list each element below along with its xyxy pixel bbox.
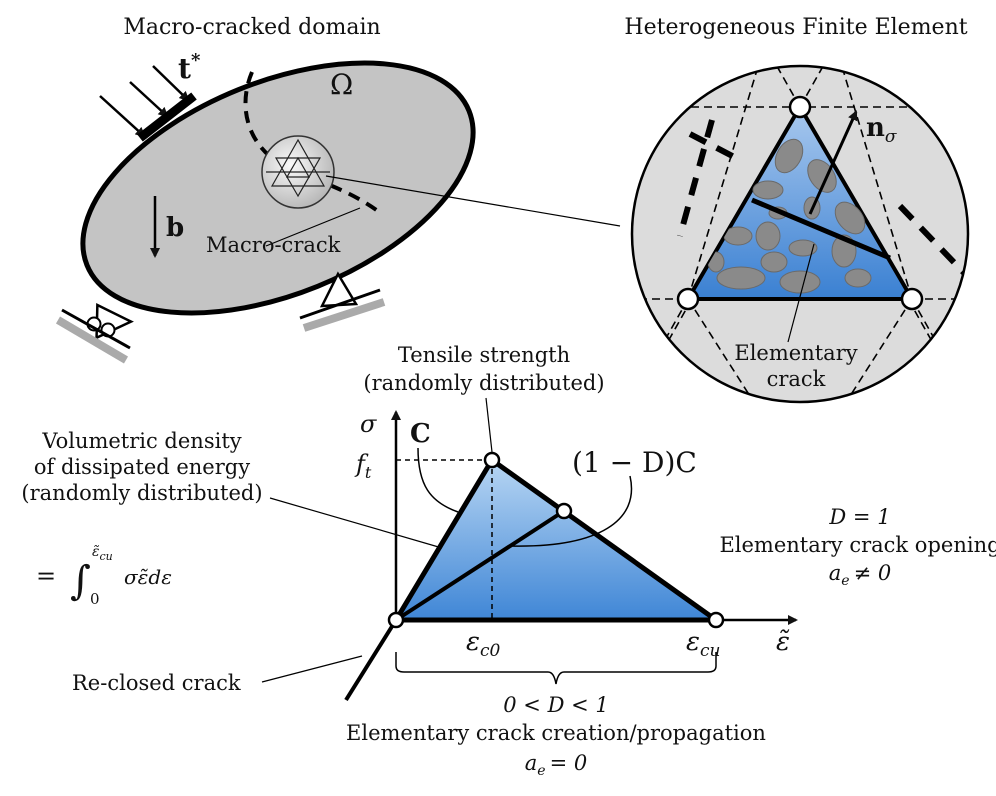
crack-pointer: [265, 207, 361, 247]
elementary-crack-label-2: crack: [767, 367, 826, 391]
inclusions: [707, 138, 872, 294]
roller-support: [55, 303, 134, 364]
integral-upper-limit: ε̃cu: [92, 544, 113, 563]
hfe-title: Heterogeneous Finite Element: [624, 15, 967, 40]
opening-text-label: Elementary crack opening: [719, 533, 996, 557]
range-label: 0 < D < 1: [503, 693, 608, 717]
reclosed-pointer: [261, 655, 363, 683]
traction-label: t*: [178, 50, 201, 85]
integrand: σε̃dε: [124, 565, 172, 589]
eps-c0-label: εc0: [466, 627, 500, 661]
sigma-axis-label: σ: [360, 410, 377, 438]
domain-symbol: Ω: [330, 68, 353, 101]
hfe-macro-crack: [677, 119, 968, 303]
normal-label: nσ: [866, 113, 897, 147]
damaged-stiffness-label: (1 − D)C: [572, 446, 697, 479]
reclosed-line: [344, 618, 398, 702]
creation-text-label: Elementary crack creation/propagation: [346, 721, 766, 745]
body-force-label: b: [166, 213, 184, 243]
tensile-strength-label-2: (randomly distributed): [363, 371, 604, 395]
energy-integral: = ∫ ε̃cu 0 σε̃dε: [36, 544, 172, 608]
normal-vector: [808, 110, 858, 215]
integral-sign: ∫: [70, 558, 91, 604]
elementary-crack-pointer: [787, 243, 815, 343]
damaged-stiffness-arc: [509, 475, 633, 547]
energy-label-2: of dissipated energy: [34, 455, 250, 479]
energy-label-3: (randomly distributed): [21, 481, 262, 505]
reclosed-crack-label: Re-closed crack: [72, 671, 241, 695]
macro-domain: t* Ω b Macro-crack: [55, 50, 621, 364]
elementary-crack-label-1: Elementary: [734, 341, 857, 365]
traction-arrows: [99, 65, 197, 142]
element-nodes: [676, 95, 924, 311]
integral-equals: =: [36, 562, 56, 590]
macro-crack-path: [243, 71, 384, 216]
eps-axis-label: ε̃: [776, 627, 790, 657]
creation-ae-label: ae= 0: [525, 751, 587, 779]
energy-label-1: Volumetric density: [41, 429, 241, 453]
zoom-circle: [261, 135, 335, 209]
macro-domain-title: Macro-cracked domain: [123, 15, 380, 40]
macro-crack-label: Macro-crack: [206, 233, 341, 257]
softening-law: [393, 457, 719, 623]
ft-label: ft: [354, 450, 372, 482]
hfe-panel: nσ Elementary crack: [630, 64, 970, 404]
stiffness-arc: [417, 447, 459, 513]
constitutive-law: [261, 397, 798, 702]
opening-d-label: D = 1: [828, 505, 890, 529]
tensile-pointer: [485, 397, 493, 453]
unloading-line: [394, 509, 566, 622]
energy-pointer: [269, 497, 443, 549]
law-nodes: [387, 451, 725, 629]
eps-cu-label: εcu: [686, 627, 720, 661]
integral-lower-limit: 0: [90, 590, 100, 608]
range-brace: [395, 652, 717, 685]
stiffness-label: C: [410, 419, 431, 449]
zoom-connector: [325, 175, 621, 227]
opening-ae-label: ae≠ 0: [829, 561, 891, 589]
elementary-crack-line: [751, 197, 891, 261]
pin-support: [299, 271, 386, 332]
tensile-strength-label-1: Tensile strength: [398, 343, 570, 367]
